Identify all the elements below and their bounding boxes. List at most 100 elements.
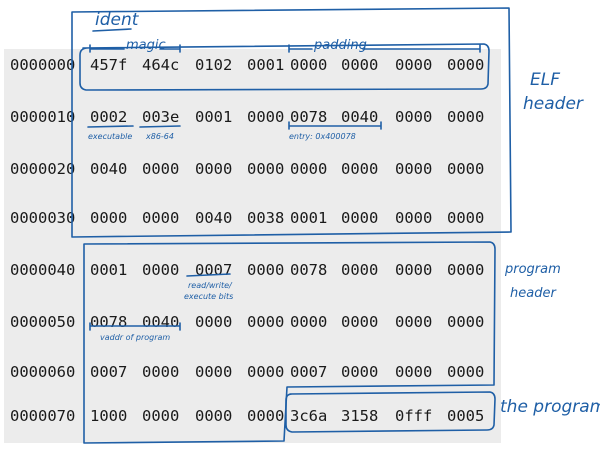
x86-64-label: x86-64 <box>146 132 174 141</box>
hex-word: 0000 <box>247 108 285 126</box>
program-header-label-2: header <box>510 286 556 301</box>
hex-word: 0005 <box>447 407 485 425</box>
hex-word: 0001 <box>90 261 128 279</box>
row-address: 0000040 <box>10 261 76 279</box>
hex-word: 0000 <box>447 363 485 381</box>
hex-word: 1000 <box>90 407 128 425</box>
row-address: 0000010 <box>10 108 76 126</box>
hex-word: 0000 <box>341 261 379 279</box>
hex-word: 0002 <box>90 108 128 126</box>
perms-underline <box>186 273 231 277</box>
padding-label: padding <box>314 38 367 53</box>
hex-word: 464c <box>142 56 180 74</box>
hex-word: 0000 <box>195 407 233 425</box>
hex-word: 457f <box>90 56 128 74</box>
entry-bracket <box>288 121 382 130</box>
hex-word: 3c6a <box>290 407 328 425</box>
hex-word: 0fff <box>395 407 433 425</box>
row-address: 0000060 <box>10 363 76 381</box>
row-address: 0000050 <box>10 313 76 331</box>
hex-word: 0000 <box>142 160 180 178</box>
program-box <box>285 391 496 433</box>
hex-word: 0000 <box>395 363 433 381</box>
elf-header-label-2: header <box>523 94 583 114</box>
ident-box <box>79 43 490 91</box>
hex-word: 0001 <box>290 209 328 227</box>
x86-underline <box>139 125 181 128</box>
hex-word: 0000 <box>395 56 433 74</box>
hex-word: 0000 <box>341 160 379 178</box>
hex-word: 0000 <box>447 56 485 74</box>
hex-word: 0000 <box>247 160 285 178</box>
hex-word: 0000 <box>447 313 485 331</box>
hex-word: 0007 <box>90 363 128 381</box>
hex-word: 0000 <box>142 407 180 425</box>
hex-word: 0038 <box>247 209 285 227</box>
hex-word: 0001 <box>195 108 233 126</box>
row-address: 0000020 <box>10 160 76 178</box>
hex-row: 0000020 0040 0000 0000 0000 0000 0000 0000 0000 <box>10 159 490 179</box>
hex-word: 0000 <box>395 209 433 227</box>
hex-word: 0040 <box>341 108 379 126</box>
hex-word: 0000 <box>290 313 328 331</box>
hex-word: 0000 <box>447 108 485 126</box>
hex-word: 0000 <box>341 363 379 381</box>
hex-word: 0000 <box>247 407 285 425</box>
executable-underline <box>87 125 134 128</box>
program-header-box <box>83 241 496 444</box>
hex-word: 3158 <box>341 407 379 425</box>
hex-word: 0001 <box>247 56 285 74</box>
row-address: 0000000 <box>10 56 76 74</box>
hex-word: 0000 <box>90 209 128 227</box>
hex-word: 0000 <box>142 261 180 279</box>
hex-word: 0000 <box>142 363 180 381</box>
vaddr-bracket <box>89 322 181 331</box>
hex-word: 0000 <box>247 261 285 279</box>
hex-word: 0040 <box>195 209 233 227</box>
hex-word: 0000 <box>395 313 433 331</box>
hex-word: 0000 <box>290 56 328 74</box>
hex-word: 0000 <box>142 209 180 227</box>
entry-label: entry: 0x400078 <box>289 132 356 141</box>
hex-word: 003e <box>142 108 180 126</box>
vaddr-label: vaddr of program <box>100 333 171 342</box>
hex-word: 0000 <box>247 363 285 381</box>
hex-word: 0000 <box>341 209 379 227</box>
hex-dump-panel <box>4 49 501 443</box>
hex-word: 0078 <box>290 261 328 279</box>
hex-word: 0102 <box>195 56 233 74</box>
perm-bits-label-1: read/write/ <box>188 281 232 290</box>
magic-bracket <box>89 44 181 53</box>
padding-bracket <box>288 44 481 53</box>
perm-bits-label-2: execute bits <box>184 292 234 301</box>
elf-header-label-1: ELF <box>530 70 560 90</box>
hex-row: 0000010 0002 003e 0001 0000 0078 0040 0000 0000 <box>10 107 490 127</box>
elf-header-box <box>71 7 512 238</box>
hex-word: 0000 <box>247 313 285 331</box>
hex-row: 0000000 457f 464c 0102 0001 0000 0000 0000 0000 <box>10 55 490 75</box>
executable-label: executable <box>88 132 133 141</box>
hex-word: 0000 <box>395 160 433 178</box>
hex-word: 0000 <box>195 363 233 381</box>
hex-word: 0000 <box>447 261 485 279</box>
ident-label: ident <box>95 10 139 30</box>
hex-word: 0040 <box>90 160 128 178</box>
program-header-label-1: program <box>505 262 561 277</box>
magic-label: magic <box>126 38 166 53</box>
hex-word: 0007 <box>290 363 328 381</box>
ident-underline <box>92 28 132 32</box>
hex-word: 0000 <box>447 160 485 178</box>
hex-word: 0000 <box>341 56 379 74</box>
hex-word: 0000 <box>195 313 233 331</box>
row-address: 0000030 <box>10 209 76 227</box>
hex-word: 0000 <box>195 160 233 178</box>
the-program-label: the program <box>500 397 600 417</box>
hex-word: 0078 <box>290 108 328 126</box>
hex-word: 0000 <box>395 108 433 126</box>
hex-word: 0000 <box>290 160 328 178</box>
